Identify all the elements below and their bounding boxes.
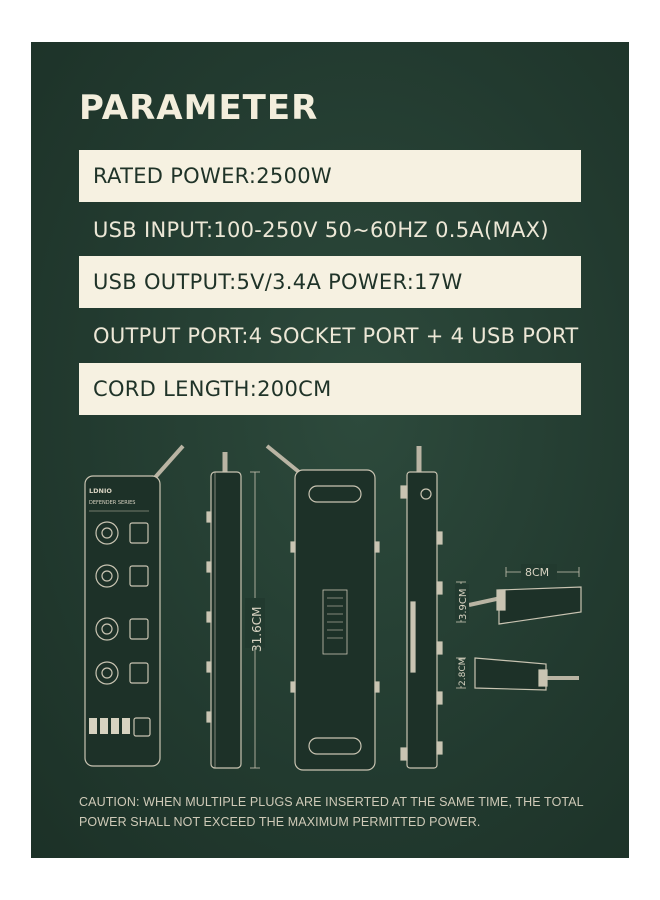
socket-2 bbox=[95, 564, 149, 588]
brand-logo: LDNIO bbox=[89, 487, 112, 495]
depth-dimension-label: 2.8CM bbox=[458, 658, 468, 686]
socket-1 bbox=[95, 521, 149, 545]
spec-usb-input: USB INPUT:100-250V 50~60HZ 0.5A(MAX) bbox=[93, 218, 549, 242]
spec-rated-power: RATED POWER:2500W bbox=[79, 150, 581, 202]
parameter-panel: PARAMETER RATED POWER:2500W USB INPUT:10… bbox=[31, 42, 629, 858]
series-label: DEFENDER SERIES bbox=[89, 500, 135, 506]
socket-4 bbox=[95, 661, 149, 685]
spec-output-port: OUTPUT PORT:4 SOCKET PORT + 4 USB PORT bbox=[93, 324, 579, 348]
height-dimension-label: 3.9CM bbox=[458, 588, 469, 620]
socket-3 bbox=[95, 617, 149, 641]
front-view-strip: LDNIO DEFENDER SERIES bbox=[84, 444, 185, 767]
caution-note: CAUTION: WHEN MULTIPLE PLUGS ARE INSERTE… bbox=[79, 795, 584, 829]
width-dimension-label: 8CM bbox=[525, 566, 549, 579]
length-dimension-label: 31.6CM bbox=[250, 607, 264, 652]
spec-cord-length: CORD LENGTH:200CM bbox=[79, 363, 581, 415]
cross-section-top bbox=[456, 567, 582, 625]
page-title: PARAMETER bbox=[79, 88, 319, 128]
back-view-strip bbox=[265, 444, 380, 771]
thin-side-view bbox=[400, 446, 443, 769]
product-dimension-diagram: LDNIO DEFENDER SERIES bbox=[84, 444, 582, 771]
usb-ports bbox=[89, 717, 151, 737]
cross-section-bottom bbox=[456, 657, 579, 691]
spec-usb-output: USB OUTPUT:5V/3.4A POWER:17W bbox=[79, 256, 581, 308]
